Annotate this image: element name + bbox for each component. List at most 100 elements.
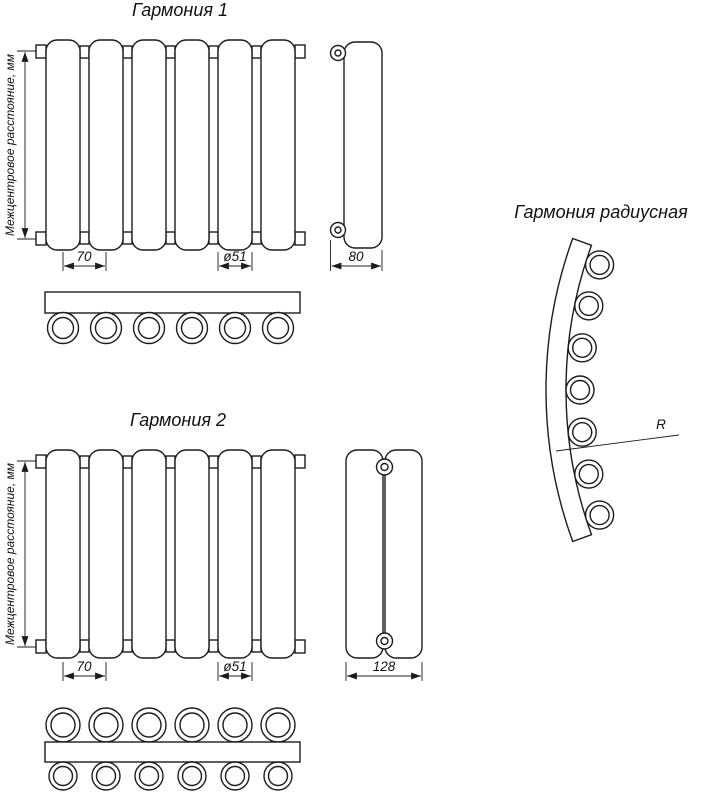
harmony2-dim-depth: 128	[345, 659, 423, 681]
harmony2-top-view-tubes-lower	[48, 761, 293, 791]
fitting-circle-inner	[334, 226, 342, 234]
harmony2-axis-dimension: Межцентровое расстояние, мм	[3, 460, 36, 648]
fitting-stub	[294, 231, 306, 246]
connector	[165, 231, 176, 245]
tube-section-inner	[50, 712, 76, 738]
connector	[208, 455, 219, 469]
harmony2-dim-diameter-label: ø51	[223, 659, 246, 674]
harmony2-title: Гармония 2	[130, 410, 226, 430]
fitting-circle-inner	[380, 636, 389, 646]
radius-leader-line	[555, 434, 680, 452]
tube	[174, 39, 210, 251]
harmony1-dim-spacing: 70	[62, 249, 107, 271]
fitting-circle-inner	[334, 49, 342, 57]
tube-section-inner	[94, 316, 118, 340]
tube-section-inner	[180, 316, 204, 340]
fitting-circle	[329, 44, 347, 62]
tube-section-inner	[222, 712, 248, 738]
harmony2-dim-spacing-label: 70	[76, 659, 92, 674]
side-body	[345, 449, 384, 659]
harmony1-dim-depth-label: 80	[348, 249, 364, 264]
connector	[122, 455, 133, 469]
fitting-stub	[294, 639, 306, 654]
tube	[88, 39, 124, 251]
tube	[88, 449, 124, 659]
tube-section-inner	[136, 712, 162, 738]
harmony1-dim-diameter: ø51	[217, 249, 253, 271]
fitting-stub	[35, 639, 47, 654]
harmony1-front-view	[35, 39, 306, 251]
tube	[260, 39, 296, 251]
connector	[79, 639, 90, 653]
connector	[251, 455, 262, 469]
tube-section-inner	[179, 712, 205, 738]
fitting-circle	[329, 221, 347, 239]
harmony1-tubes	[45, 39, 296, 251]
tube-section-inner	[572, 337, 593, 358]
tube-section-inner	[578, 463, 599, 485]
side-body	[343, 41, 383, 249]
tube	[131, 39, 167, 251]
harmony2-side-view: 128	[345, 449, 423, 681]
harmony1-side-view: 80	[329, 41, 383, 271]
harmony2-top-view-tubes-upper	[45, 707, 296, 743]
harmony1-top-view-tubes	[46, 311, 295, 345]
harmony2-dim-spacing: 70	[62, 659, 107, 681]
collector-bar	[44, 291, 301, 314]
harmony-radial-dim-radius-label: R	[656, 417, 666, 432]
harmony2-view: Гармония 2	[3, 410, 423, 791]
harmony-radial-tubes	[565, 250, 615, 530]
connector	[165, 455, 176, 469]
tube	[131, 449, 167, 659]
connector	[251, 45, 262, 59]
tube	[174, 449, 210, 659]
connector	[251, 231, 262, 245]
tube-section-inner	[589, 504, 610, 526]
tube	[217, 449, 253, 659]
tube	[45, 449, 81, 659]
connector	[122, 45, 133, 59]
harmony-radial-dim-radius: R	[555, 417, 680, 452]
tube-section-inner	[589, 254, 610, 276]
tube-section-inner	[138, 765, 160, 787]
harmony1-dim-spacing-label: 70	[76, 249, 92, 264]
harmony2-dim-depth-label: 128	[373, 659, 396, 674]
connector	[208, 639, 219, 653]
fitting-circle	[375, 458, 394, 476]
harmony2-tubes	[45, 449, 296, 659]
connector	[208, 231, 219, 245]
fitting-circle	[375, 632, 394, 650]
harmony1-axis-dimension: Межцентровое расстояние, мм	[3, 50, 36, 240]
harmony1-title: Гармония 1	[132, 0, 228, 20]
tube-section-inner	[181, 765, 203, 787]
connector	[251, 639, 262, 653]
tube-section-inner	[52, 765, 74, 787]
tube-section-inner	[93, 712, 119, 738]
tube-section-inner	[265, 712, 291, 738]
tube-section-inner	[266, 316, 290, 340]
connector	[79, 45, 90, 59]
tube-section-inner	[572, 422, 593, 443]
fitting-circle-inner	[380, 462, 389, 472]
harmony1-dim-diameter-label: ø51	[223, 249, 246, 264]
harmony-radial-view: Гармония радиусная R	[514, 202, 688, 543]
harmony2-front-view	[35, 449, 306, 659]
tube-section-inner	[51, 316, 75, 340]
harmony1-view: Гармония 1	[3, 0, 383, 345]
tube	[260, 449, 296, 659]
harmony1-top-view	[44, 291, 301, 345]
tube-section-inner	[95, 765, 117, 787]
connector	[122, 231, 133, 245]
fitting-stub	[294, 44, 306, 59]
connector	[165, 639, 176, 653]
tube-section-inner	[137, 316, 161, 340]
tube-section-inner	[578, 295, 599, 317]
harmony-radial-title: Гармония радиусная	[514, 202, 688, 222]
harmony2-dim-diameter: ø51	[217, 659, 253, 681]
harmony2-top-view	[44, 707, 301, 791]
connector	[165, 45, 176, 59]
harmony1-axis-label: Межцентровое расстояние, мм	[3, 54, 17, 236]
fitting-stub	[35, 231, 47, 246]
tube-section-inner	[569, 379, 591, 401]
